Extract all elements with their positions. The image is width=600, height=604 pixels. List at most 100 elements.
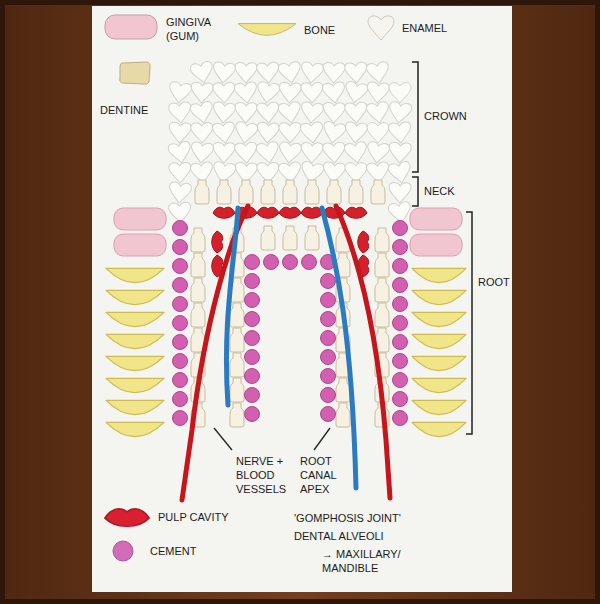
swatch-shape <box>238 24 296 36</box>
cement-candy <box>173 335 188 350</box>
dentine-candy <box>239 180 253 204</box>
enamel-candy <box>168 141 193 165</box>
legend-text: CEMENT <box>150 545 250 559</box>
label-slot: ROOT CANAL APEX <box>300 455 344 496</box>
enamel-candy <box>366 82 390 104</box>
swatch-shape <box>120 62 150 84</box>
enamel-candy <box>168 81 193 104</box>
enamel-candy <box>278 82 301 104</box>
enamel-candy <box>301 82 323 103</box>
cement-candy <box>321 312 336 327</box>
enamel-candy <box>388 101 413 124</box>
swatch-svg <box>104 14 158 40</box>
cement-candy <box>173 297 188 312</box>
cement-candy <box>173 259 188 274</box>
swatch-shape <box>113 541 133 561</box>
enamel-candy <box>278 141 302 164</box>
dentine-candy <box>230 328 244 352</box>
dentine-candy <box>283 180 297 204</box>
leader-line <box>314 428 330 450</box>
cement-candy <box>393 221 408 236</box>
cement-candy <box>264 255 279 270</box>
pulp-candy <box>345 207 367 218</box>
root-bracket <box>466 212 472 434</box>
swatch-svg <box>104 506 150 530</box>
bone-candy <box>412 268 466 282</box>
dentine-candy <box>191 228 205 252</box>
pulp-candy <box>279 207 301 218</box>
label-slot: ROOT <box>478 276 510 290</box>
enamel-candy <box>255 81 280 105</box>
legend-swatch <box>118 60 152 86</box>
swatch-svg <box>112 540 134 562</box>
cement-candy <box>245 369 260 384</box>
dentine-candy <box>217 180 231 204</box>
enamel-candy <box>300 101 324 124</box>
cement-candy <box>393 373 408 388</box>
enamel-candy <box>235 62 257 83</box>
dentine-candy <box>336 403 350 427</box>
bone-candy <box>106 356 164 370</box>
cement-candy <box>245 331 260 346</box>
bone-candy <box>412 356 466 370</box>
part-label: NERVE + BLOOD VESSELS <box>236 455 296 496</box>
gum-candy <box>410 234 462 256</box>
dentine-candy <box>230 403 244 427</box>
enamel-candy <box>321 121 346 145</box>
swatch-svg <box>118 60 152 86</box>
cement-candy <box>393 354 408 369</box>
gum-candy <box>114 208 166 230</box>
dentine-candy <box>336 378 350 402</box>
enamel-candy <box>190 142 214 165</box>
enamel-candy <box>168 102 192 124</box>
enamel-candy <box>323 62 346 83</box>
bone-candy <box>412 378 466 392</box>
cement-candy <box>173 354 188 369</box>
enamel-candy <box>388 142 411 164</box>
enamel-candy <box>366 101 391 124</box>
dentine-candy <box>305 226 319 250</box>
enamel-candy <box>212 62 236 85</box>
label-slot: NECK <box>424 185 484 199</box>
label-slot: 'GOMPHOSIS JOINT' <box>294 512 444 526</box>
bone-candy <box>412 290 466 304</box>
enamel-candy <box>256 62 279 84</box>
bone-candy <box>412 312 466 326</box>
legend-text: ENAMEL <box>402 22 482 36</box>
nerve-string <box>336 206 390 498</box>
paper-sheet <box>92 6 512 592</box>
swatch-shape <box>368 16 394 40</box>
enamel-candy <box>367 123 389 143</box>
cement-candy <box>245 255 260 270</box>
enamel-candy <box>322 82 346 105</box>
legend-swatch <box>104 14 158 40</box>
enamel-candy <box>256 122 279 144</box>
part-label: CROWN <box>424 110 494 124</box>
cement-candy <box>245 312 260 327</box>
cement-candy <box>393 278 408 293</box>
enamel-candy <box>234 142 257 164</box>
enamel-candy <box>212 102 236 125</box>
part-label: 'GOMPHOSIS JOINT' <box>294 512 444 526</box>
cement-candy <box>245 293 260 308</box>
bone-candy <box>106 400 164 414</box>
dentine-candy <box>375 253 389 277</box>
bone-candy <box>106 422 164 436</box>
enamel-candy <box>343 81 368 105</box>
cement-candy <box>173 392 188 407</box>
legend-slot: ENAMEL <box>402 22 482 36</box>
enamel-candy <box>300 61 324 84</box>
dentine-candy <box>191 303 205 327</box>
enamel-candy <box>344 141 369 164</box>
legend-slot: PULP CAVITY <box>158 511 278 525</box>
cement-candy <box>173 221 188 236</box>
cement-candy <box>321 293 336 308</box>
enamel-candy <box>212 121 236 144</box>
cement-candy <box>393 392 408 407</box>
legend-text: PULP CAVITY <box>158 511 278 525</box>
legend-text: BONE <box>304 24 360 38</box>
cement-candy <box>173 373 188 388</box>
dentine-candy <box>261 180 275 204</box>
